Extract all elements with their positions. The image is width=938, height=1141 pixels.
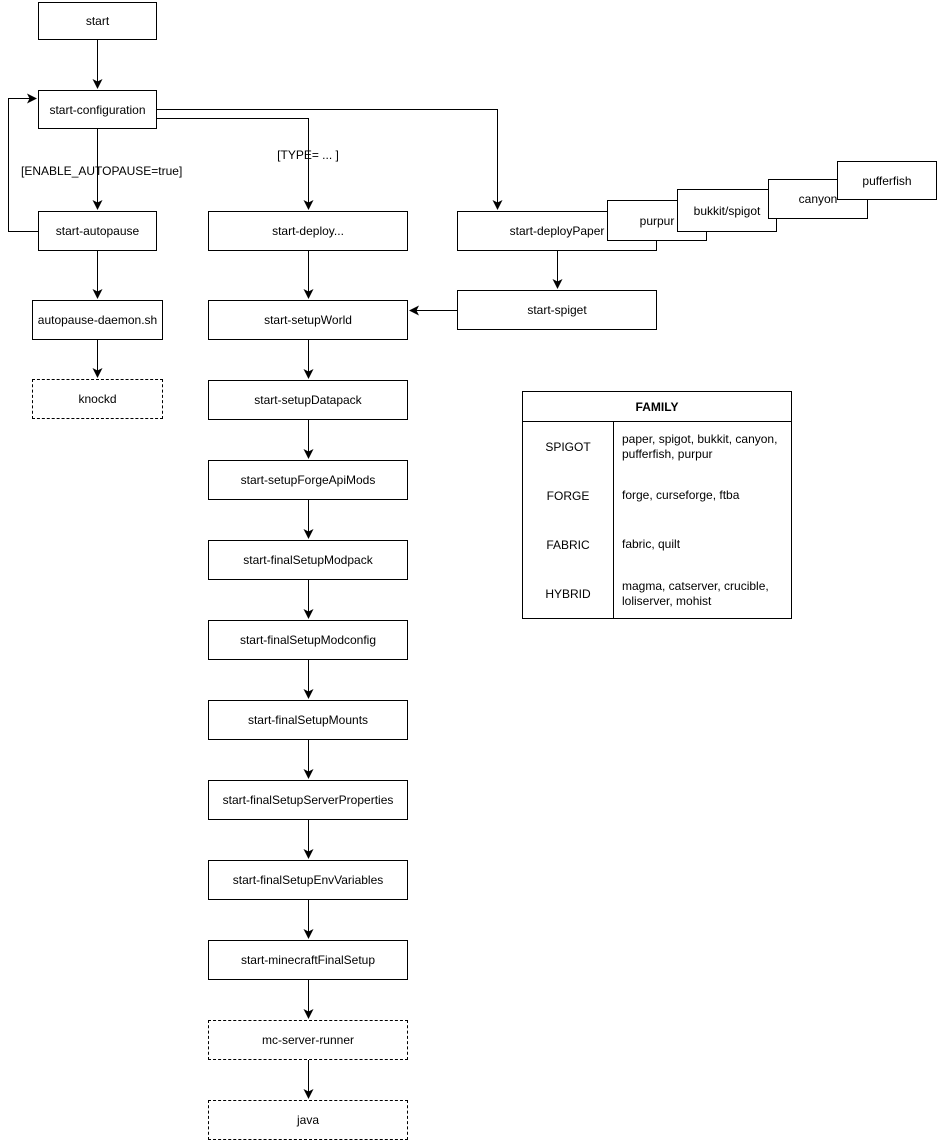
node-start-configuration: start-configuration (38, 90, 157, 129)
family-table-row-spigot: SPIGOT paper, spigot, bukkit, canyon, pu… (523, 422, 791, 471)
family-table-title: FAMILY (523, 392, 791, 422)
node-start-autopause: start-autopause (38, 211, 157, 251)
family-table-row-forge: FORGE forge, curseforge, ftba (523, 471, 791, 520)
node-java: java (208, 1100, 408, 1140)
node-start-minecraftfinalsetup: start-minecraftFinalSetup (208, 940, 408, 980)
node-bukkit-spigot: bukkit/spigot (677, 189, 777, 232)
family-table-row-fabric: FABRIC fabric, quilt (523, 520, 791, 569)
node-knockd: knockd (32, 379, 163, 419)
family-members: forge, curseforge, ftba (622, 488, 740, 502)
family-table: FAMILY SPIGOT paper, spigot, bukkit, can… (522, 391, 792, 619)
family-table-row-hybrid: HYBRID magma, catserver, crucible, lolis… (523, 569, 791, 618)
family-members: fabric, quilt (622, 537, 681, 551)
node-start-setupworld: start-setupWorld (208, 300, 408, 340)
node-start-setupdatapack: start-setupDatapack (208, 380, 408, 420)
node-start-deploypaper: start-deployPaper (457, 211, 657, 251)
node-start-finalsetupserverproperties: start-finalSetupServerProperties (208, 780, 408, 820)
family-table-body: SPIGOT paper, spigot, bukkit, canyon, pu… (523, 422, 791, 618)
node-start: start (38, 2, 157, 40)
node-start-finalsetupmodpack: start-finalSetupModpack (208, 540, 408, 580)
node-start-finalsetupmounts: start-finalSetupMounts (208, 700, 408, 740)
family-members: magma, catserver, crucible, loliserver, … (622, 578, 769, 608)
family-name: SPIGOT (523, 422, 614, 471)
node-autopause-daemon-sh: autopause-daemon.sh (32, 300, 163, 340)
node-start-deploy: start-deploy... (208, 211, 408, 251)
node-start-finalsetupenvvariables: start-finalSetupEnvVariables (208, 860, 408, 900)
family-name: HYBRID (523, 569, 614, 618)
node-start-spiget: start-spiget (457, 290, 657, 330)
family-name: FORGE (523, 471, 614, 520)
edge-label-type: [TYPE= ... ] (277, 148, 339, 162)
node-start-setupforgeapimods: start-setupForgeApiMods (208, 460, 408, 500)
node-mc-server-runner: mc-server-runner (208, 1020, 408, 1060)
node-start-finalsetupmodconfig: start-finalSetupModconfig (208, 620, 408, 660)
node-pufferfish: pufferfish (837, 161, 937, 200)
edge-label-enable-autopause: [ENABLE_AUTOPAUSE=true] (21, 164, 183, 178)
family-members: paper, spigot, bukkit, canyon, pufferfis… (622, 431, 778, 461)
family-name: FABRIC (523, 520, 614, 569)
